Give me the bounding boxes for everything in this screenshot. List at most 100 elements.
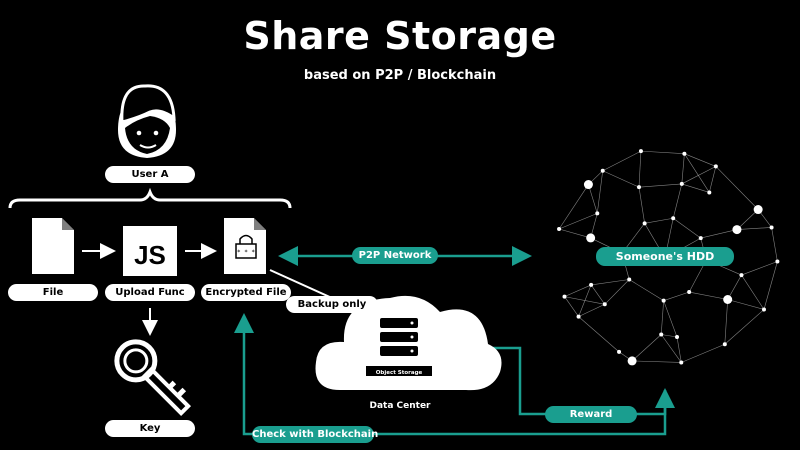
globe-edge bbox=[663, 300, 678, 338]
globe-edge bbox=[660, 334, 682, 363]
globe-edge bbox=[771, 227, 778, 262]
key-label: Key bbox=[105, 420, 195, 437]
globe-edge bbox=[638, 187, 645, 224]
someones-hdd-label: Someone's HDD bbox=[596, 247, 734, 266]
file-label: File bbox=[8, 284, 98, 301]
globe-edge bbox=[578, 284, 592, 317]
svg-text:* * *: * * * bbox=[237, 249, 255, 256]
upload-func-label: Upload Func bbox=[105, 284, 195, 301]
globe-edge bbox=[741, 274, 765, 310]
globe-node bbox=[642, 221, 647, 226]
globe-edge bbox=[661, 334, 678, 338]
diagram-title: Share Storage bbox=[243, 14, 557, 58]
globe-node bbox=[698, 236, 703, 241]
file-icon bbox=[32, 218, 74, 274]
globe-node bbox=[627, 277, 632, 282]
globe-edge bbox=[602, 150, 642, 171]
globe-node bbox=[600, 168, 605, 173]
globe-edge bbox=[715, 166, 759, 210]
globe-edge bbox=[564, 284, 592, 297]
globe-edge bbox=[763, 261, 778, 310]
globe-node bbox=[586, 233, 596, 243]
globe-node bbox=[636, 185, 641, 190]
globe-edge bbox=[672, 183, 683, 219]
globe-edge bbox=[631, 334, 662, 362]
group-bracket bbox=[8, 187, 292, 209]
globe-edge bbox=[724, 299, 728, 345]
globe-edge bbox=[638, 183, 682, 188]
globe-edge bbox=[644, 217, 674, 224]
globe-node bbox=[617, 349, 622, 354]
data-center-label: Data Center bbox=[369, 401, 431, 411]
globe-node bbox=[576, 314, 581, 319]
globe-node bbox=[687, 290, 692, 295]
globe-node bbox=[707, 190, 712, 195]
key-icon bbox=[114, 339, 192, 417]
globe-node bbox=[682, 151, 687, 156]
globe-edge bbox=[564, 296, 605, 305]
globe-edge bbox=[736, 209, 759, 230]
globe-edge bbox=[602, 170, 640, 188]
globe-node bbox=[722, 342, 727, 347]
backup-only-label: Backup only bbox=[286, 296, 378, 313]
globe-node bbox=[732, 225, 742, 235]
globe-edge bbox=[681, 343, 725, 363]
globe-edge bbox=[689, 291, 728, 300]
reward-label: Reward bbox=[545, 406, 637, 423]
globe-edge bbox=[558, 228, 591, 239]
globe-edge bbox=[724, 309, 765, 345]
globe-node bbox=[723, 294, 733, 304]
globe-node bbox=[713, 164, 718, 169]
js-icon: JS bbox=[123, 226, 177, 276]
globe-node bbox=[557, 227, 562, 232]
globe-edge bbox=[558, 213, 598, 230]
globe-edge bbox=[640, 150, 685, 155]
p2p-network-label: P2P Network bbox=[352, 247, 438, 264]
globe-edge bbox=[673, 218, 701, 239]
globe-node bbox=[602, 302, 607, 307]
server-icon: Object Storage bbox=[366, 318, 432, 376]
cloud-icon bbox=[315, 295, 502, 391]
globe-edge bbox=[681, 183, 710, 193]
globe-edge bbox=[700, 229, 738, 239]
globe-edge bbox=[663, 291, 690, 301]
globe-node bbox=[659, 332, 664, 337]
user-icon bbox=[118, 84, 176, 158]
globe-edge bbox=[578, 304, 605, 317]
globe-edge bbox=[591, 279, 630, 286]
globe-node bbox=[675, 334, 680, 339]
globe-edge bbox=[578, 316, 620, 353]
globe-edge bbox=[660, 300, 664, 335]
globe-node bbox=[679, 181, 684, 186]
globe-edge bbox=[588, 184, 598, 214]
user-a-label: User A bbox=[105, 166, 195, 183]
globe-edge bbox=[590, 284, 606, 305]
globe-node bbox=[671, 216, 676, 221]
js-icon-text: JS bbox=[134, 240, 166, 270]
globe-node bbox=[562, 294, 567, 299]
globe-node bbox=[627, 356, 637, 366]
globe-edge bbox=[727, 274, 742, 300]
globe-edge bbox=[684, 153, 716, 167]
globe-node bbox=[638, 149, 643, 154]
globe-edge bbox=[596, 170, 604, 214]
reward-arrow bbox=[488, 346, 675, 416]
globe-node bbox=[753, 205, 763, 215]
globe-node bbox=[661, 298, 666, 303]
globe-edge bbox=[684, 153, 710, 193]
globe-node bbox=[679, 360, 684, 365]
check-blockchain-label: Check with Blockchain bbox=[252, 426, 378, 443]
globe-node bbox=[761, 307, 766, 312]
globe-edge bbox=[564, 296, 579, 317]
globe-edge bbox=[632, 360, 682, 363]
globe-edge bbox=[741, 261, 778, 276]
globe-edge bbox=[736, 227, 772, 230]
object-storage-label: Object Storage bbox=[376, 370, 423, 376]
globe-edge bbox=[638, 151, 642, 188]
encrypted-file-icon: * * * bbox=[224, 218, 266, 274]
globe-edge bbox=[709, 166, 717, 193]
globe-edge bbox=[681, 166, 716, 185]
globe-edge bbox=[629, 279, 664, 301]
globe-node bbox=[739, 273, 744, 278]
